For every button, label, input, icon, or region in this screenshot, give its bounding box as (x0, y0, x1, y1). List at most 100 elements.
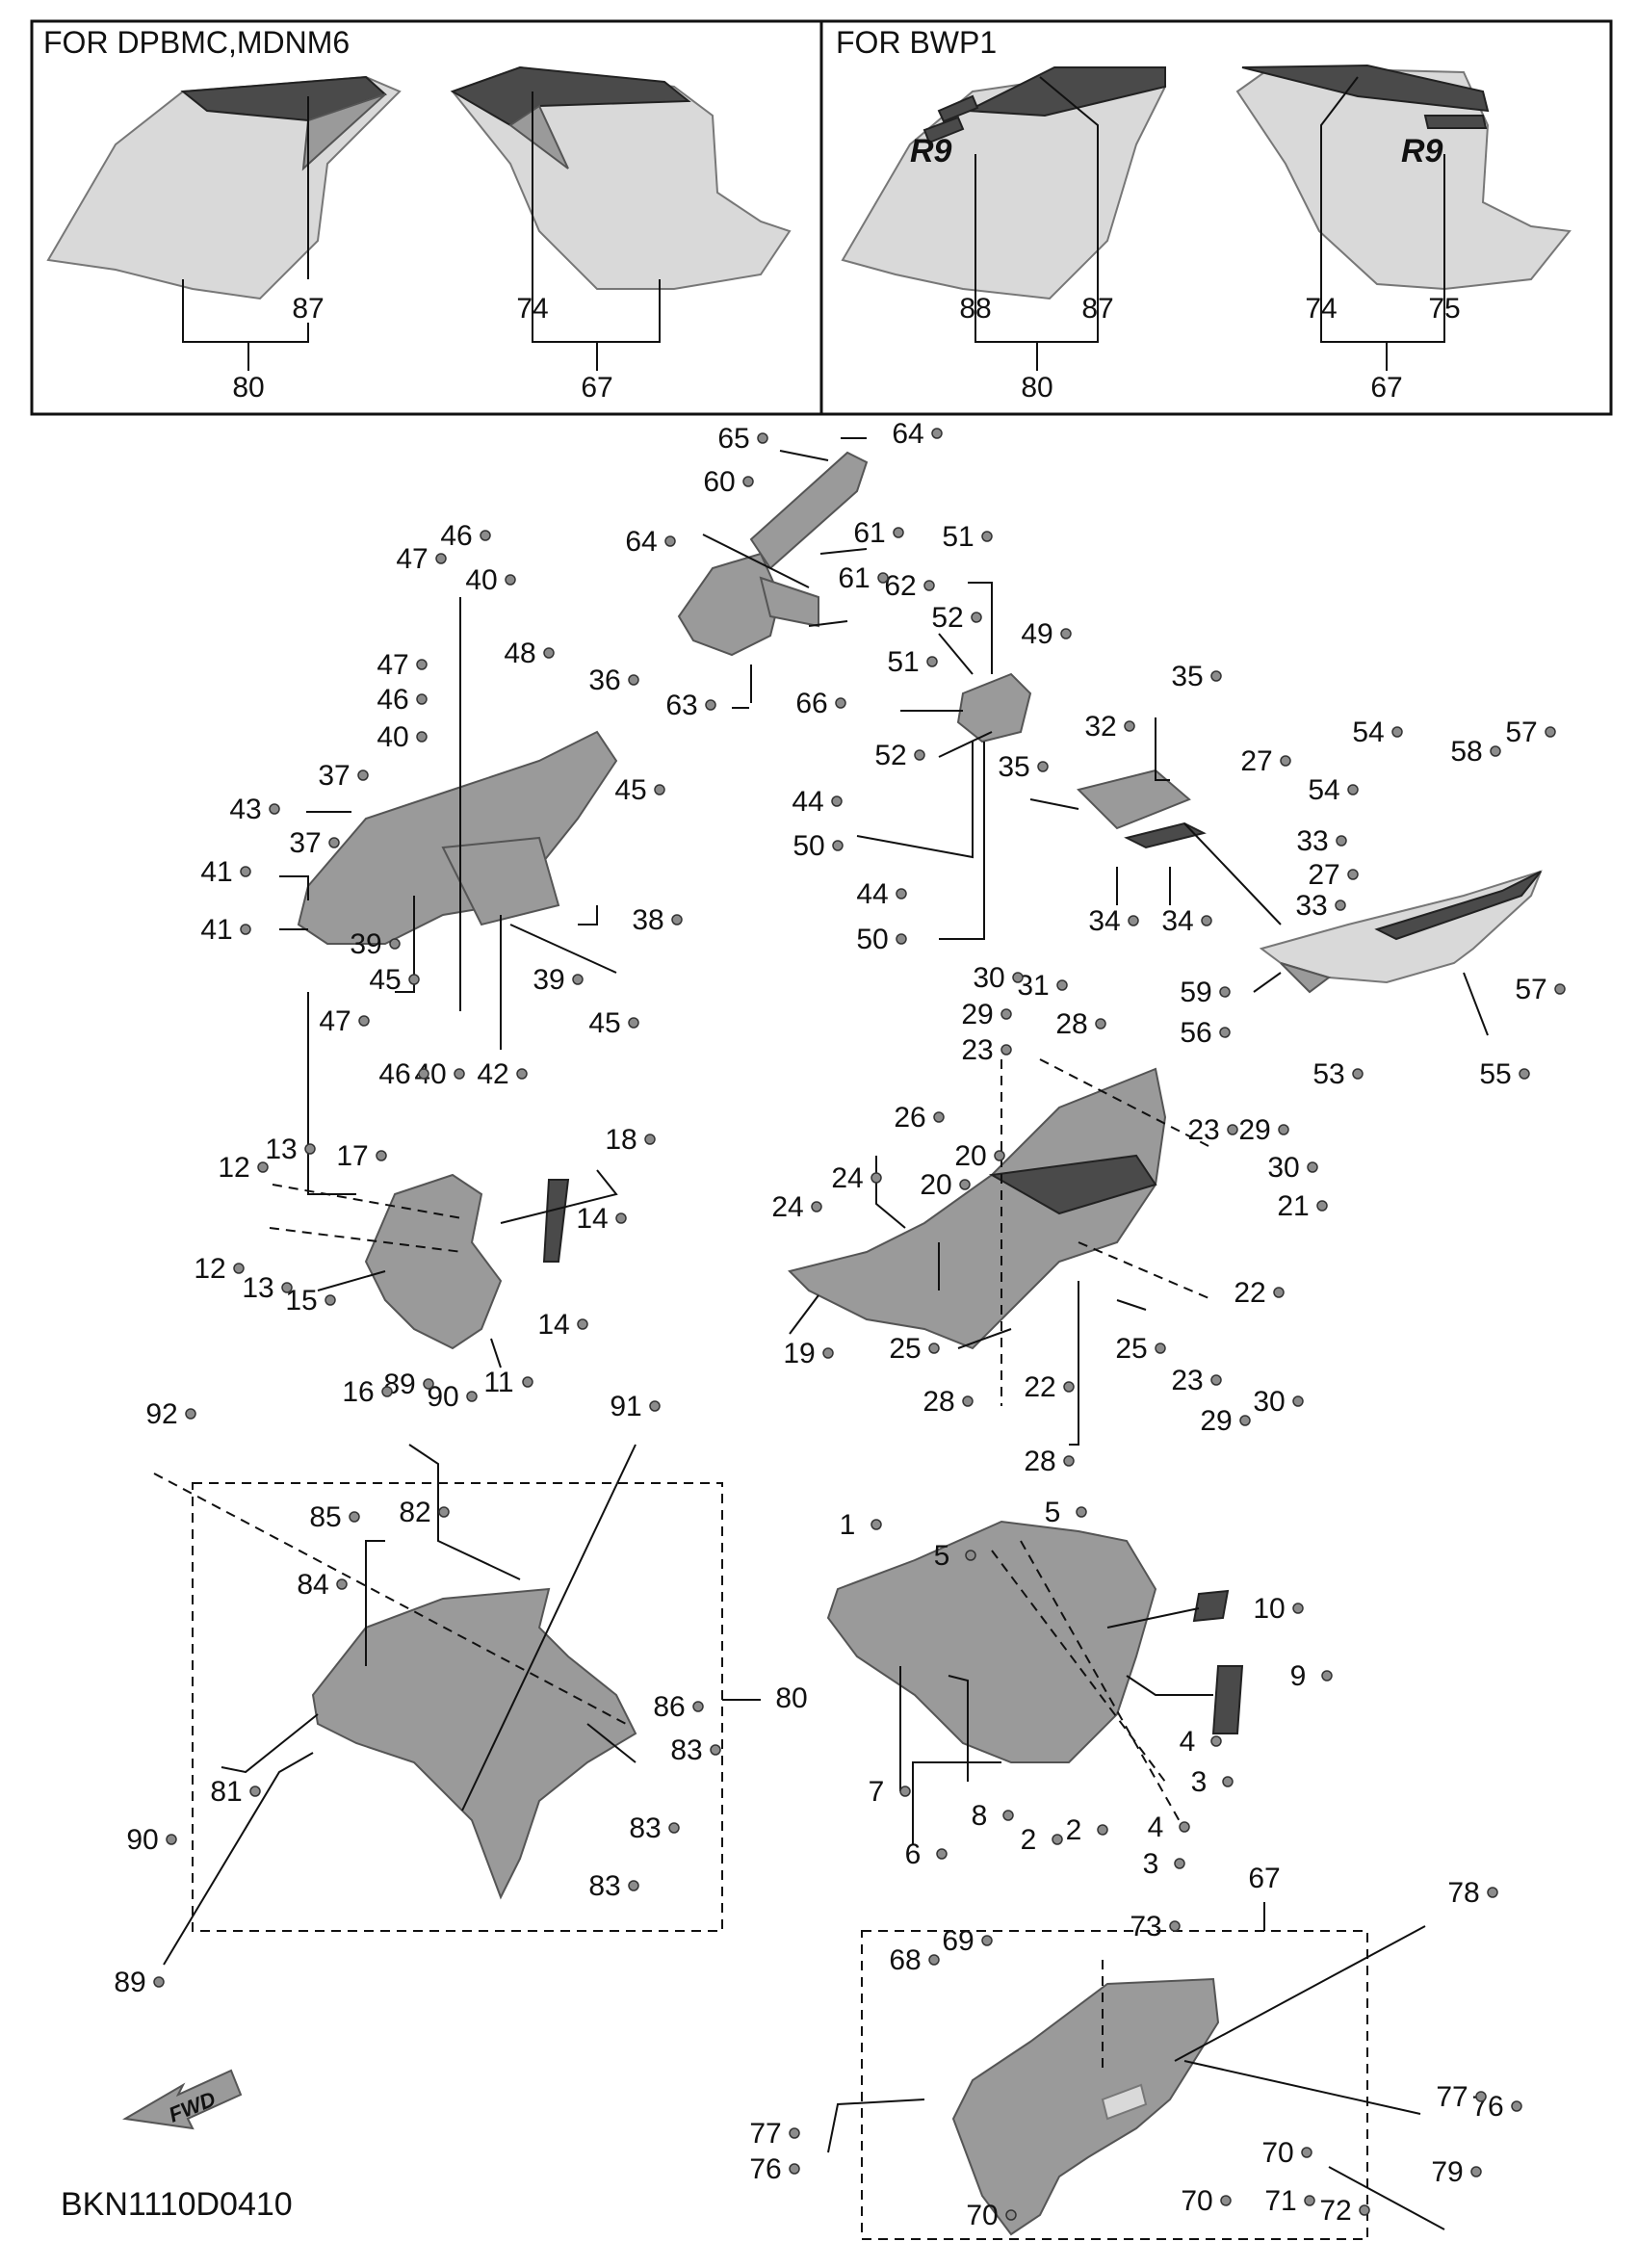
leader-64b (702, 534, 810, 588)
leader-82 (365, 1540, 385, 1666)
callout-65: 65 (717, 423, 749, 455)
leader-52b (938, 731, 993, 758)
fastener-22 (1273, 1287, 1285, 1298)
fastener-51 (926, 656, 938, 667)
callout-28: 28 (1055, 1008, 1087, 1040)
callout-27: 27 (1308, 859, 1339, 891)
fastener-84 (336, 1578, 348, 1590)
fastener-40 (416, 731, 428, 743)
callout-13: 13 (242, 1272, 273, 1304)
callout-39: 39 (533, 964, 564, 996)
callout-61: 61 (838, 562, 870, 594)
callout-91: 91 (610, 1391, 641, 1422)
callout-33: 33 (1296, 825, 1328, 857)
callout-86: 86 (653, 1691, 685, 1723)
callout-81: 81 (210, 1776, 242, 1808)
callout-46: 46 (440, 520, 472, 552)
callout-40: 40 (377, 721, 408, 753)
leader-10 (1106, 1607, 1200, 1629)
callout-24: 24 (771, 1191, 803, 1223)
variant-title-left: FOR DPBMC,MDNM6 (43, 25, 350, 60)
leader-15 (317, 1270, 386, 1291)
bracket-49-group (856, 582, 1032, 940)
fastener-46 (416, 693, 428, 705)
fastener-42 (516, 1068, 528, 1080)
fastener-50 (896, 933, 907, 945)
fwd-arrow-icon (122, 2069, 243, 2130)
callout-29: 29 (1200, 1405, 1232, 1437)
fastener-51 (981, 531, 993, 542)
leader-33b (1183, 822, 1282, 925)
callout-23: 23 (1171, 1365, 1203, 1396)
fastener-37 (328, 837, 340, 848)
leader-78 (1174, 1925, 1426, 2062)
callout-41: 41 (200, 856, 232, 888)
fastener-60 (742, 476, 754, 487)
fastener-31 (1056, 979, 1068, 991)
fastener-13 (281, 1282, 293, 1293)
leader-19 (789, 1294, 819, 1335)
callout-20: 20 (954, 1140, 986, 1172)
fastener-89 (153, 1976, 165, 1988)
decal-mark-right: R9 (1401, 133, 1443, 169)
fastener-24 (811, 1201, 822, 1212)
callout-76: 76 (749, 2153, 781, 2185)
leader-77a (1183, 2060, 1421, 2115)
fastener-52 (914, 749, 925, 761)
callout-4: 4 (1180, 1726, 1196, 1758)
leader-25a (957, 1328, 1012, 1349)
callout-13: 13 (265, 1134, 297, 1165)
callout-67: 67 (1248, 1863, 1280, 1894)
fastener-14 (577, 1318, 588, 1330)
fastener-70 (1005, 2209, 1017, 2221)
fastener-86 (692, 1701, 704, 1712)
callout-9: 9 (1290, 1660, 1307, 1692)
lower-cowl-group-80 (153, 1444, 761, 1966)
callout-45: 45 (588, 1007, 620, 1039)
fastener-45 (628, 1017, 639, 1029)
callout-52: 52 (874, 740, 906, 771)
side-cowl-left-dpbmc (46, 75, 402, 300)
callout-45: 45 (614, 774, 646, 806)
leader-6 (912, 1761, 1001, 1844)
leader-50b (939, 742, 985, 940)
fastener-29 (1239, 1415, 1251, 1426)
callout-56: 56 (1180, 1017, 1211, 1049)
callout-6: 6 (905, 1838, 922, 1870)
callout-1: 1 (840, 1509, 856, 1541)
fastener-8 (1002, 1810, 1014, 1821)
fastener-83 (710, 1744, 721, 1756)
fastener-12 (233, 1263, 245, 1274)
callout-49: 49 (1021, 618, 1052, 650)
callout-88: 88 (959, 293, 991, 325)
fastener-90 (466, 1391, 478, 1402)
callout-30: 30 (1253, 1386, 1285, 1418)
fastener-78 (1487, 1887, 1498, 1898)
leader-26 (875, 1156, 906, 1229)
fastener-83 (628, 1880, 639, 1891)
callout-50: 50 (856, 924, 888, 955)
fastener-25 (928, 1343, 940, 1354)
fastener-38 (671, 914, 683, 925)
fastener-33 (1336, 835, 1347, 847)
callout-5: 5 (1045, 1497, 1061, 1528)
callout-83: 83 (670, 1734, 702, 1766)
fastener-55 (1519, 1068, 1530, 1080)
leader-5b (1020, 1540, 1185, 1831)
fastener-39 (572, 974, 584, 985)
callout-22: 22 (1234, 1277, 1265, 1309)
callout-42: 42 (477, 1058, 508, 1090)
callout-79: 79 (1431, 2156, 1463, 2188)
callout-34: 34 (1161, 905, 1193, 937)
fastener-46 (480, 530, 491, 541)
fastener-6 (936, 1848, 948, 1860)
callout-44: 44 (792, 786, 823, 818)
callout-4: 4 (1148, 1812, 1164, 1843)
fastener-30 (1307, 1161, 1318, 1173)
fastener-45 (654, 784, 665, 795)
fastener-49 (1060, 628, 1072, 639)
fastener-18 (644, 1134, 656, 1145)
callout-70: 70 (966, 2200, 998, 2231)
callout-19: 19 (783, 1338, 815, 1369)
callout-23: 23 (1187, 1114, 1219, 1146)
